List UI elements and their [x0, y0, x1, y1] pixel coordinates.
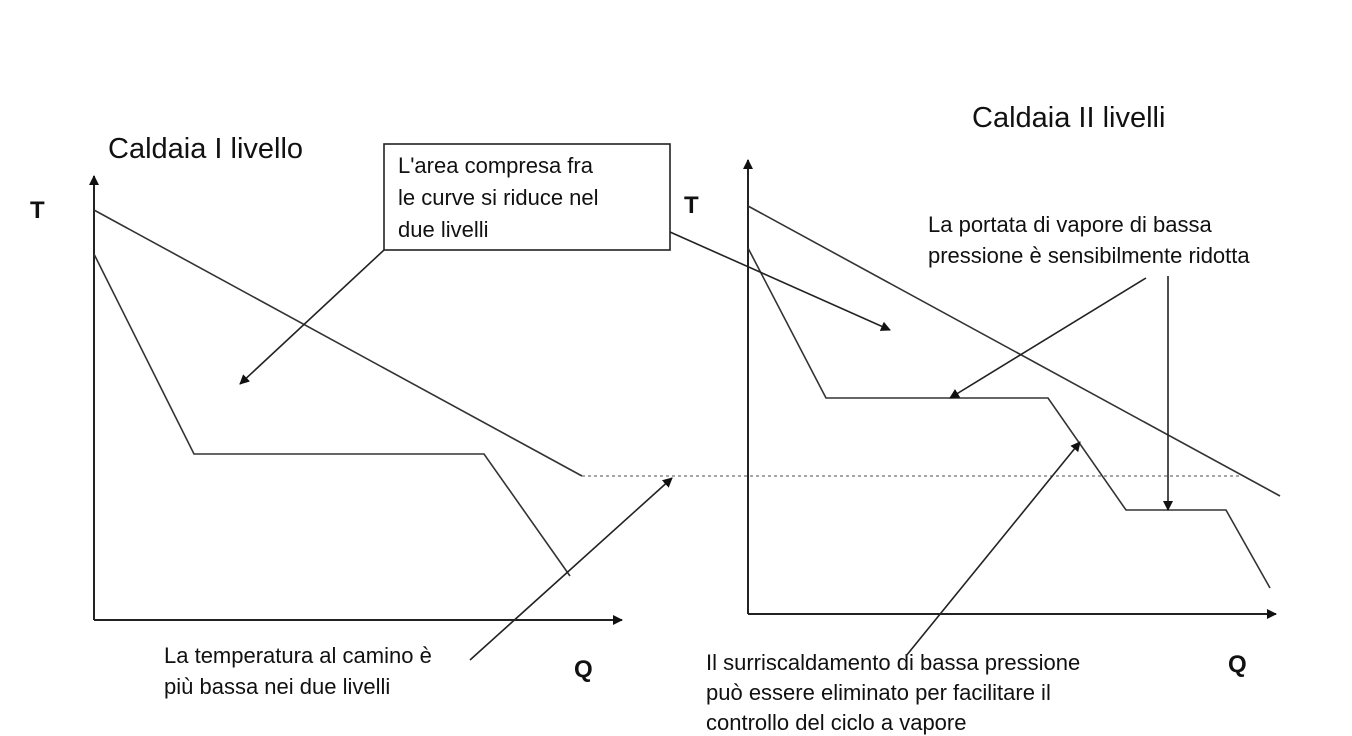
stack-temperature-leader	[469, 477, 673, 661]
left-panel: Caldaia I livello T Q	[30, 133, 623, 683]
low-pressure-flow-note-line-2: pressione è sensibilmente ridotta	[928, 243, 1250, 268]
right-steam-curve	[747, 247, 1271, 589]
superheating-note-line-1: Il surriscaldamento di bassa pressione	[706, 650, 1080, 675]
superheating-note-line-2: può essere eliminato per facilitare il	[706, 680, 1051, 705]
area-callout-box	[383, 143, 671, 251]
left-x-axis-label: Q	[574, 656, 593, 683]
low-pressure-flow-leader-plateau	[949, 277, 1147, 399]
right-x-axis-label: Q	[1228, 651, 1247, 678]
superheating-note-line-3: controllo del ciclo a vapore	[706, 710, 966, 735]
area-callout: L'area compresa fra le curve si riduce n…	[239, 143, 891, 385]
area-leader-right	[669, 231, 891, 331]
left-gas-curve	[93, 209, 583, 477]
stack-temperature-note: La temperatura al camino è più bassa nei…	[164, 643, 438, 699]
area-note-line-1: L'area compresa fra	[398, 153, 594, 178]
left-y-axis-label: T	[30, 197, 45, 224]
stack-temperature-note-line-1: La temperatura al camino è	[164, 643, 432, 668]
low-pressure-flow-note: La portata di vapore di bassa pressione …	[928, 212, 1250, 268]
right-panel: Caldaia II livelli T Q	[684, 102, 1281, 678]
right-panel-title: Caldaia II livelli	[972, 102, 1165, 134]
area-leader-left	[239, 249, 385, 385]
stack-temperature-callout: La temperatura al camino è più bassa nei…	[164, 477, 673, 699]
right-y-axis-label: T	[684, 192, 699, 219]
low-pressure-flow-note-line-1: La portata di vapore di bassa	[928, 212, 1213, 237]
superheating-note: Il surriscaldamento di bassa pressione p…	[706, 650, 1086, 735]
superheating-leader	[905, 441, 1081, 657]
stack-temperature-note-line-2: più bassa nei due livelli	[164, 674, 390, 699]
left-steam-curve	[93, 253, 571, 577]
left-panel-title: Caldaia I livello	[108, 133, 303, 165]
area-note: L'area compresa fra le curve si riduce n…	[398, 153, 605, 242]
area-note-line-2: le curve si riduce nel	[398, 185, 599, 210]
right-gas-curve	[747, 205, 1281, 497]
superheating-callout: Il surriscaldamento di bassa pressione p…	[706, 441, 1086, 735]
area-note-line-3: due livelli	[398, 217, 489, 242]
low-pressure-flow-callout: La portata di vapore di bassa pressione …	[928, 212, 1250, 511]
